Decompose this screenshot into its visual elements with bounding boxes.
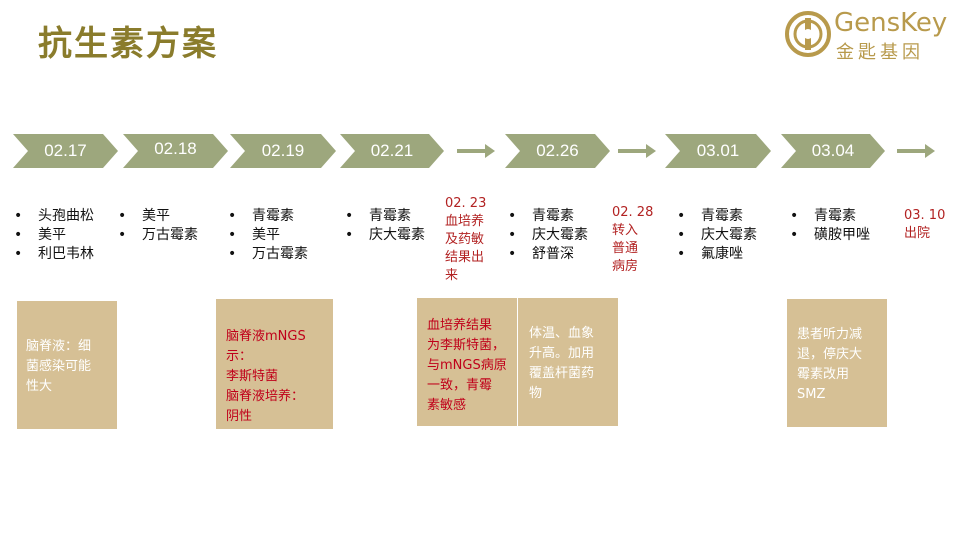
note-line: 02. 28: [612, 205, 654, 220]
note-line: 及药敏: [445, 232, 485, 247]
drug-item: 青霉素: [677, 207, 757, 226]
note-line: 病房: [612, 259, 639, 274]
drug-list: 头孢曲松 美平 利巴韦林: [14, 207, 94, 264]
box-line: 一致，青霉: [427, 378, 493, 393]
timeline-date: 02.26: [536, 141, 579, 160]
box-line: 升高。加用: [529, 346, 595, 361]
drug-item: 利巴韦林: [14, 245, 94, 264]
drug-list: 青霉素 磺胺甲唑: [790, 207, 870, 245]
box-line: 血培养结果: [427, 318, 493, 333]
arrow-right-icon: [897, 144, 935, 158]
drug-item: 美平: [228, 226, 308, 245]
logo-text-cn: 金匙基因: [836, 42, 924, 63]
finding-box: 脑脊液mNGS示： 李斯特菌 脑脊液培养： 阴性: [216, 299, 333, 429]
drug-item: 青霉素: [508, 207, 588, 226]
timeline-chevron: 02.21: [340, 134, 444, 168]
arrow-right-icon: [457, 144, 495, 158]
drug-item: 青霉素: [228, 207, 308, 226]
finding-box: 脑脊液：细 菌感染可能 性大: [17, 301, 117, 429]
box-line: 与mNGS病原: [427, 358, 507, 373]
drug-item: 庆大霉素: [345, 226, 425, 245]
drug-item: 美平: [118, 207, 198, 226]
box-line: 菌感染可能: [26, 359, 92, 374]
box-line: 素敏感: [427, 398, 467, 413]
page-title: 抗生素方案: [38, 24, 218, 64]
drug-list: 青霉素 庆大霉素 氟康唑: [677, 207, 757, 264]
timeline-chevron: 03.01: [665, 134, 771, 168]
drug-item: 万古霉素: [228, 245, 308, 264]
arrow-right-icon: [618, 144, 656, 158]
box-line: 脑脊液培养：: [226, 389, 305, 404]
finding-box: 患者听力减 退，停庆大 霉素改用 SMZ: [787, 299, 887, 427]
timeline-chevron: 03.04: [781, 134, 885, 168]
box-line: 体温、血象: [529, 326, 595, 341]
drug-item: 青霉素: [345, 207, 425, 226]
note-line: 转入: [612, 223, 639, 238]
drug-item: 美平: [14, 226, 94, 245]
note-line: 03. 10: [904, 208, 946, 223]
drug-item: 氟康唑: [677, 245, 757, 264]
drug-list: 青霉素 庆大霉素: [345, 207, 425, 245]
timeline-date: 02.19: [261, 141, 305, 160]
genskey-logo-icon: [785, 11, 831, 57]
timeline-chevron: 02.19: [230, 134, 336, 168]
timeline-date: 03.04: [811, 141, 855, 160]
drug-item: 头孢曲松: [14, 207, 94, 226]
drug-item: 庆大霉素: [508, 226, 588, 245]
note-line: 出院: [904, 226, 931, 241]
drug-item: 磺胺甲唑: [790, 226, 870, 245]
drug-item: 庆大霉素: [677, 226, 757, 245]
note-line: 普通: [612, 241, 639, 256]
box-line: 阴性: [226, 409, 253, 424]
box-line: SMZ: [797, 387, 826, 402]
logo: GensKey 金匙基因: [784, 6, 956, 63]
box-line: 性大: [26, 379, 53, 394]
drug-list: 美平 万古霉素: [118, 207, 198, 245]
finding-box: 血培养结果 为李斯特菌， 与mNGS病原 一致，青霉 素敏感: [417, 298, 517, 426]
drug-list: 青霉素 美平 万古霉素: [228, 207, 308, 264]
logo-text-en: GensKey: [834, 8, 948, 38]
box-line: 患者听力减: [797, 327, 863, 342]
box-line: 退，停庆大: [797, 347, 863, 362]
timeline-chevron: 02.17: [13, 134, 118, 168]
box-line: 为李斯特菌，: [427, 338, 506, 353]
timeline-note: 02. 28 转入 普通 病房: [612, 204, 653, 276]
note-line: 来: [445, 268, 459, 283]
box-line: 霉素改用: [797, 367, 850, 382]
timeline-date: 02.17: [44, 141, 87, 160]
box-line: 李斯特菌: [226, 369, 279, 384]
timeline-note: 02. 23 血培养 及药敏 结果出 来: [445, 195, 486, 285]
box-line: 覆盖杆菌药: [529, 366, 595, 381]
note-line: 02. 23: [445, 196, 487, 211]
finding-box: 体温、血象 升高。加用 覆盖杆菌药 物: [518, 298, 618, 426]
box-line: 物: [529, 386, 543, 401]
drug-item: 舒普深: [508, 245, 588, 264]
timeline-date: 02.18: [154, 139, 197, 158]
note-line: 血培养: [445, 214, 485, 229]
drug-item: 万古霉素: [118, 226, 198, 245]
drug-item: 青霉素: [790, 207, 870, 226]
timeline-note: 03. 10 出院: [904, 207, 945, 243]
timeline-chevron: 02.18: [123, 134, 228, 168]
timeline-date: 03.01: [696, 141, 740, 160]
box-line: 脑脊液：细: [26, 339, 92, 354]
drug-list: 青霉素 庆大霉素 舒普深: [508, 207, 588, 264]
box-line: 脑脊液mNGS示：: [226, 329, 306, 364]
note-line: 结果出: [445, 250, 485, 265]
timeline-date: 02.21: [370, 141, 414, 160]
timeline-chevron: 02.26: [505, 134, 610, 168]
